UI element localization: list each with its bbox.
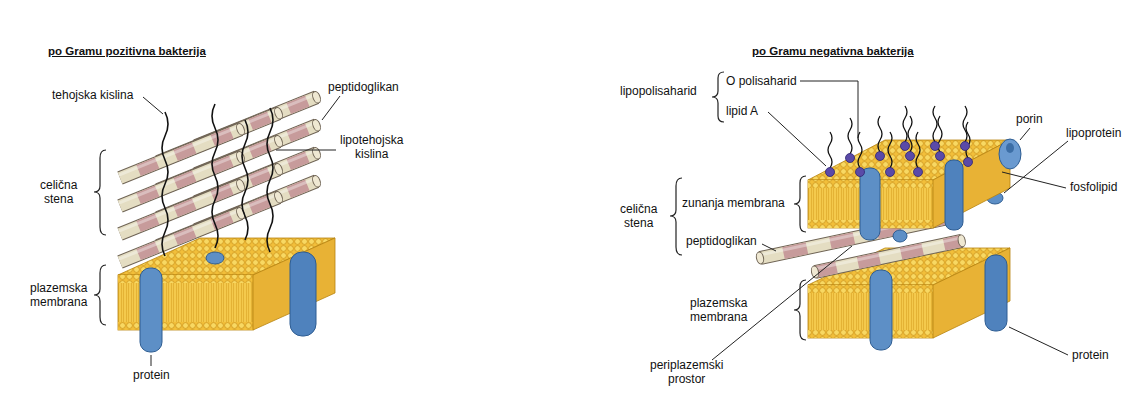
lipid-a — [856, 168, 865, 177]
braces — [94, 150, 106, 325]
lipid-a — [964, 158, 973, 167]
part-label: celična stena — [40, 178, 77, 206]
o-polysaccharide — [916, 132, 920, 168]
membrane-proteins — [140, 252, 316, 352]
part-label: peptidoglikan — [686, 234, 757, 248]
part-label: plazemska membrana — [690, 296, 747, 324]
protein-shape — [985, 255, 1007, 331]
o-polysaccharide — [888, 132, 892, 168]
part-label: lipotehojska kislina — [340, 133, 403, 161]
membrane-heads — [118, 322, 253, 330]
leader-line — [1002, 172, 1066, 188]
part-label: zunanja membrana — [682, 196, 785, 210]
lipoprotein-shape — [893, 230, 907, 242]
outer-membrane — [808, 140, 1010, 228]
part-label: lipopolisaharid — [620, 84, 697, 98]
teichoic-acid — [212, 104, 218, 248]
o-polysaccharide — [828, 132, 832, 168]
protein-shape — [860, 168, 880, 240]
leader-line — [151, 355, 152, 366]
membrane-heads — [118, 275, 253, 283]
lipid-a — [876, 152, 885, 161]
leader-lines — [712, 81, 1068, 360]
protein-shape — [206, 252, 224, 264]
protein-shape — [140, 268, 162, 352]
porin-channel — [1006, 143, 1014, 153]
porin — [999, 139, 1021, 169]
leader-line — [1009, 327, 1068, 355]
porin-shape — [999, 139, 1021, 169]
leader-line — [800, 81, 858, 138]
brace — [794, 280, 806, 340]
lipid-a — [906, 152, 915, 161]
outer-membrane-proteins — [860, 160, 963, 240]
brace — [670, 178, 682, 255]
lipid-a — [901, 142, 910, 151]
membrane-proteins — [870, 255, 1007, 350]
o-polysaccharide — [858, 132, 862, 168]
membrane-front — [118, 275, 253, 330]
lipid-a — [886, 168, 895, 177]
part-label: peptidoglikan — [328, 80, 399, 94]
leader-line — [322, 96, 340, 120]
part-label: tehojska kislina — [52, 88, 133, 102]
leader-line — [762, 244, 776, 251]
part-label: protein — [133, 368, 170, 382]
brace — [794, 176, 806, 232]
part-label: plazemska membrana — [30, 281, 87, 309]
o-polysaccharide — [966, 122, 970, 158]
part-label: porin — [1016, 112, 1043, 126]
lipid-a — [931, 142, 940, 151]
protein-shape — [290, 252, 316, 336]
protein-shape — [945, 160, 963, 230]
heading: po Gramu negativna bakterija — [752, 44, 914, 58]
teichoic-acids — [162, 104, 273, 256]
protein-shape — [870, 270, 892, 350]
part-label: periplazemski prostor — [650, 358, 723, 386]
o-polysaccharide — [848, 118, 852, 154]
brace — [712, 72, 724, 122]
leader-line — [1020, 128, 1030, 140]
part-label: O polisaharid — [726, 74, 797, 88]
lipid-a — [936, 152, 945, 161]
teichoic-acid — [242, 120, 248, 240]
lipid-a — [961, 142, 970, 151]
lipid-a — [846, 154, 855, 163]
lipid-a — [826, 168, 835, 177]
peptidoglycan-layers — [118, 90, 322, 267]
leader-line — [143, 97, 163, 114]
braces — [670, 72, 806, 340]
o-polysaccharide — [878, 116, 882, 152]
teichoic-acid — [162, 112, 168, 256]
leader-line — [768, 112, 826, 166]
brace — [94, 150, 106, 235]
part-label: fosfolipid — [1070, 180, 1117, 194]
part-label: protein — [1072, 348, 1109, 362]
lipopolysaccharides — [826, 106, 973, 177]
leader-lines — [143, 96, 340, 366]
o-polysaccharide — [933, 106, 937, 142]
part-label: lipoprotein — [1066, 126, 1121, 140]
lipid-a — [914, 168, 923, 177]
o-polysaccharide — [903, 106, 907, 142]
lipoteichoic-acid — [267, 108, 273, 252]
part-label: celična stena — [620, 202, 657, 230]
brace — [94, 265, 106, 325]
part-label: lipid A — [726, 104, 758, 118]
leader-line — [1004, 141, 1068, 193]
heading: po Gramu pozitivna bakterija — [48, 44, 206, 58]
leader-line — [276, 150, 336, 151]
membrane-side — [933, 248, 1010, 338]
